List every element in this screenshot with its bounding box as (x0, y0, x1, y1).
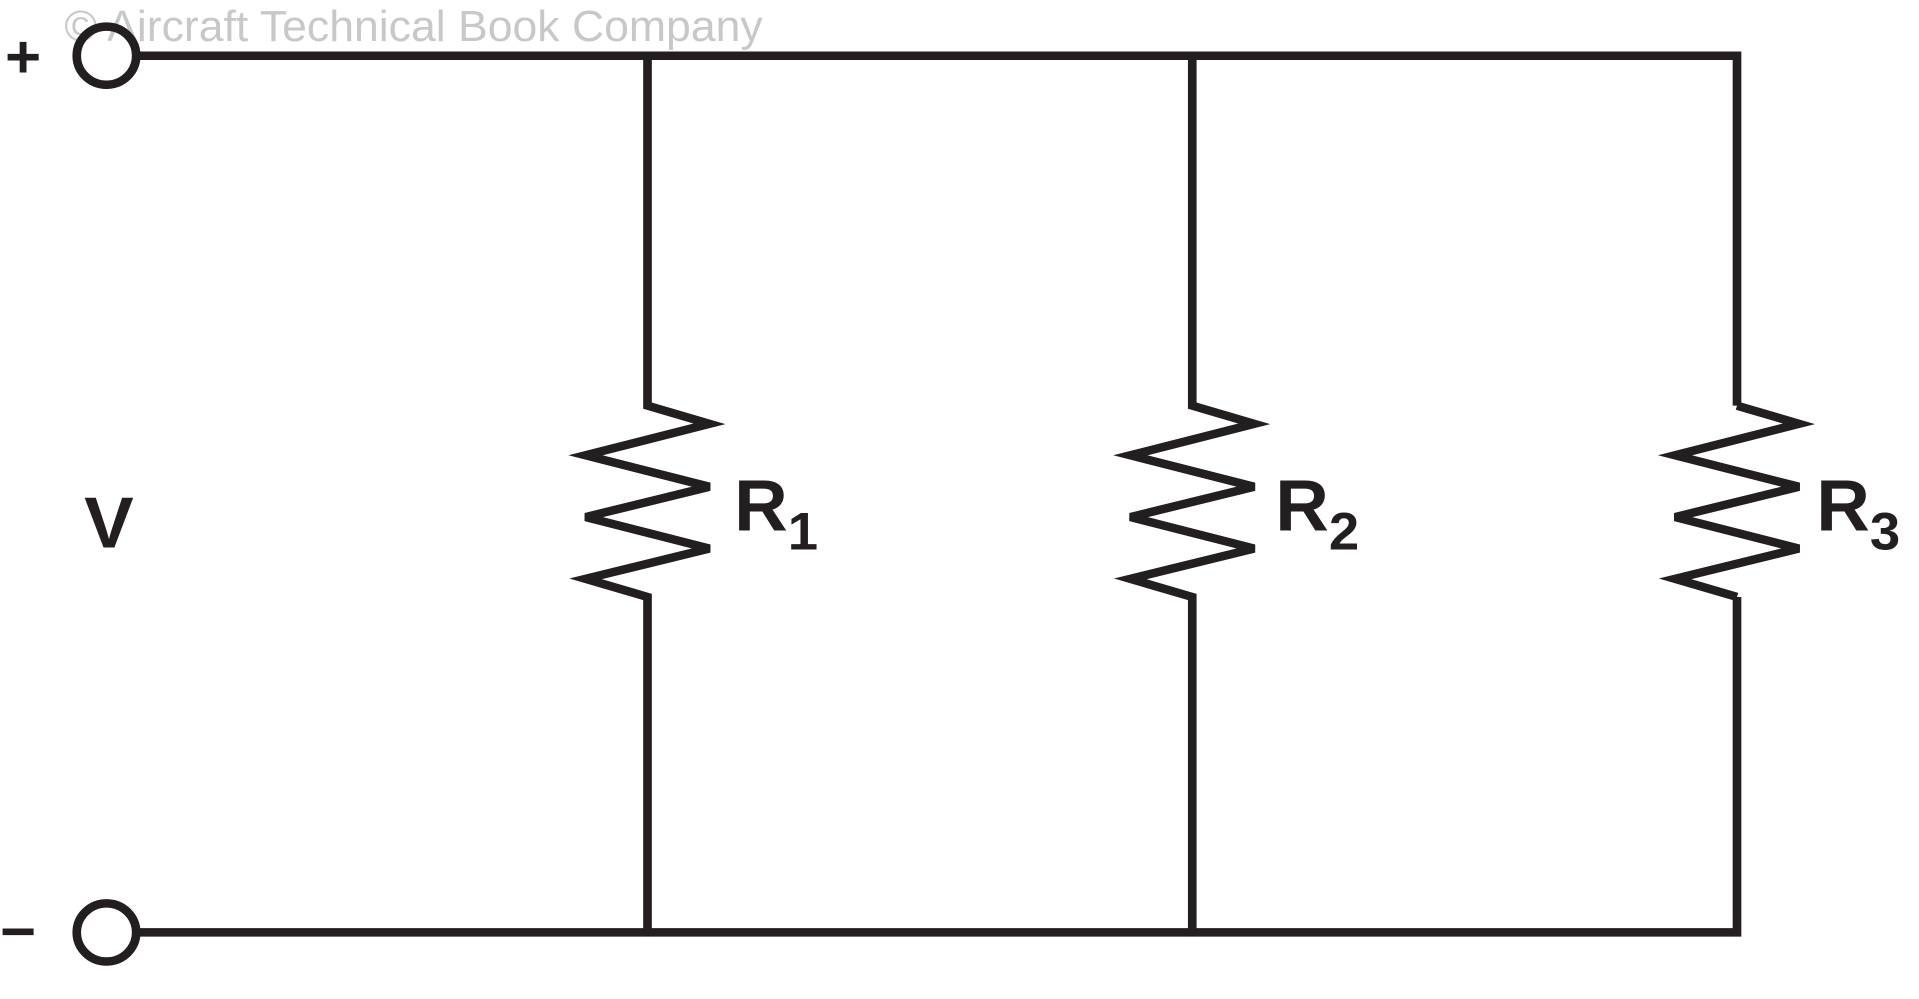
negative-terminal (72, 899, 141, 966)
branch-r1: R1 (568, 55, 818, 933)
resistor-r3 (1657, 401, 1815, 602)
resistor-r3-label: R3 (1816, 464, 1900, 561)
resistor-r1 (568, 55, 726, 933)
voltage-label: V (84, 481, 134, 563)
branch-r2: R2 (1113, 55, 1359, 933)
negative-sign: − (0, 897, 36, 964)
resistor-r1-label: R1 (734, 464, 818, 561)
watermark: © Aircraft Technical Book Company (64, 3, 762, 51)
positive-sign: + (5, 23, 41, 90)
resistor-r2-label: R2 (1275, 464, 1359, 561)
bottom-wire (138, 596, 1742, 937)
resistor-r2 (1113, 55, 1271, 933)
top-wire (138, 51, 1742, 406)
positive-terminal (72, 22, 141, 90)
branch-r3: R3 (1657, 401, 1900, 602)
